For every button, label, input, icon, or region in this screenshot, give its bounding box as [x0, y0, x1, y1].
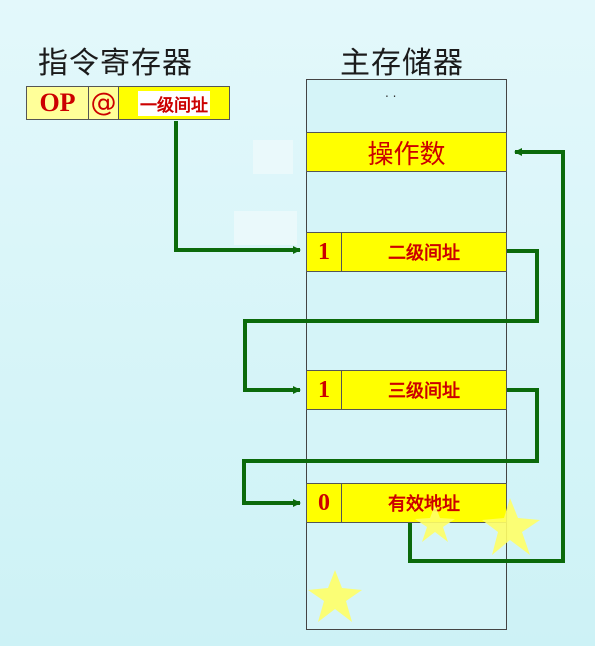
operand-label: 操作数 — [367, 139, 446, 170]
cell-label: 三级间址 — [388, 381, 460, 402]
operand-cell: 操作数 — [306, 132, 507, 172]
indirect-flag-field: @ — [89, 87, 119, 119]
register-title: 指令寄存器 — [38, 46, 193, 81]
background-patch — [234, 211, 297, 245]
instruction-register: OP @ 一级间址 — [26, 86, 230, 120]
background-patch — [253, 140, 293, 174]
arrow-level2-to-level3 — [243, 249, 539, 394]
memory-ellipsis: . . — [385, 86, 397, 100]
cell-label: 有效地址 — [388, 494, 460, 515]
opcode-text: OP — [39, 88, 76, 117]
cell-label: 二级间址 — [388, 243, 460, 264]
arrow-level3-to-effective — [242, 388, 539, 507]
indirect-bit: 0 — [307, 484, 342, 522]
sparkle-decoration — [308, 498, 540, 622]
indirect-flag-text: @ — [90, 88, 117, 118]
memory-cell-level3: 1 三级间址 — [306, 370, 507, 410]
opcode-field: OP — [27, 87, 89, 119]
address-text: 一级间址 — [138, 90, 210, 116]
indirect-bit: 1 — [307, 233, 342, 271]
memory-cell-effective: 0 有效地址 — [306, 483, 507, 523]
address-field: 一级间址 — [119, 87, 229, 119]
indirect-bit: 1 — [307, 371, 342, 409]
memory-title: 主存储器 — [340, 46, 464, 81]
arrow-register-to-level2 — [174, 121, 301, 254]
memory-cell-level2: 1 二级间址 — [306, 232, 507, 272]
arrow-effective-to-operand — [408, 148, 565, 563]
